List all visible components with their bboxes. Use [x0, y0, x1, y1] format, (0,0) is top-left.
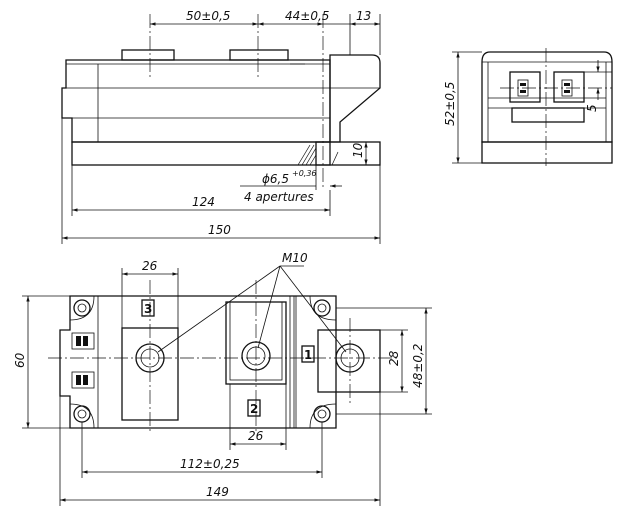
dim-26-bottom: 26: [248, 429, 264, 443]
dim-124: 124: [192, 195, 215, 209]
terminal-block-right: [329, 54, 381, 143]
side-housing: [481, 51, 613, 143]
plan-housing: [59, 295, 337, 429]
terminal-label-box-1: [301, 345, 315, 363]
dim-hole-diameter: ϕ6,5: [262, 172, 289, 186]
terminal-label-1: 1: [304, 348, 312, 362]
side-base-plate: [481, 141, 613, 164]
dim-60: 60: [13, 352, 27, 368]
mount-hole-bottom-right: [313, 405, 331, 423]
dim-10: 10: [351, 142, 365, 158]
dim-hole-tolerance: +0,36: [292, 169, 317, 178]
dim-112: 112±0,25: [180, 457, 240, 471]
terminal-label-box-2: [247, 399, 261, 417]
terminal-bump-mid: [229, 49, 289, 61]
dim-48: 48±0,2: [411, 344, 425, 388]
aux-terminal-top: [71, 332, 95, 350]
mount-hole-top-right: [313, 299, 331, 317]
terminal-bump-left: [121, 49, 175, 61]
aux-terminal-bottom: [71, 371, 95, 389]
dim-28: 28: [387, 350, 401, 366]
side-terminal-right: [553, 71, 585, 103]
mount-hole-top-left: [73, 299, 91, 317]
dim-13: 13: [356, 9, 371, 23]
terminal-label-box-3: [141, 299, 155, 317]
dim-apertures: 4 apertures: [244, 190, 314, 204]
dim-149: 149: [206, 485, 229, 499]
dim-52: 52±0,5: [443, 82, 457, 126]
dim-50: 50±0,5: [186, 9, 230, 23]
plan-view: 3 2 1 26 M10 60 28 48±0,2: [13, 251, 432, 506]
dim-26-top: 26: [142, 259, 158, 273]
housing-body: [61, 59, 331, 143]
side-inner-block: [511, 107, 585, 123]
mount-hole-bottom-left: [73, 405, 91, 423]
terminal-label-3: 3: [144, 302, 152, 316]
dim-5: 5: [585, 104, 599, 112]
side-terminal-left: [509, 71, 541, 103]
side-view: 52±0,5 5: [443, 48, 613, 166]
terminal-1-plate: [317, 329, 381, 393]
dim-150: 150: [208, 223, 231, 237]
terminal-label-2: 2: [250, 402, 258, 416]
dim-44: 44±0,5: [285, 9, 329, 23]
dim-m10: M10: [282, 251, 308, 265]
front-view: 50±0,5 44±0,5 13 10 ϕ6,5 +0,36 4 apertur…: [61, 9, 381, 244]
